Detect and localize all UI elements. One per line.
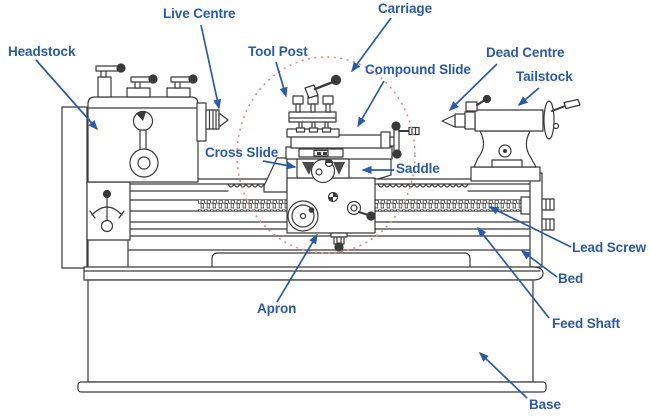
arrow-tailstock xyxy=(517,87,540,106)
carriage-highlight-circle xyxy=(236,56,416,254)
label-base: Base xyxy=(529,397,561,412)
tailstock-clamp xyxy=(465,101,478,112)
arrow-tool-post xyxy=(275,61,288,98)
arrow-lead-screw xyxy=(488,206,572,248)
base-foot-plate xyxy=(77,381,547,393)
label-tailstock: Tailstock xyxy=(516,69,573,84)
rack-teeth xyxy=(377,183,469,188)
label-cross-slide: Cross Slide xyxy=(205,145,279,160)
rack-teeth xyxy=(227,183,265,188)
tailstock-handwheel xyxy=(543,100,555,140)
bed-front xyxy=(127,235,534,251)
arrow-headstock xyxy=(35,59,98,131)
leadscrew-end-bracket xyxy=(529,172,555,268)
label-headstock: Headstock xyxy=(8,44,76,59)
label-carriage: Carriage xyxy=(378,1,432,16)
headstock-body xyxy=(87,96,199,183)
label-dead-centre: Dead Centre xyxy=(486,45,565,60)
label-saddle: Saddle xyxy=(396,161,440,176)
tool-post xyxy=(288,74,342,133)
tailstock-crank-grip xyxy=(563,98,581,110)
label-lead-screw: Lead Screw xyxy=(572,240,647,255)
headstock-column xyxy=(87,239,129,268)
dead-centre-tip xyxy=(441,114,456,128)
arrow-feed-shaft xyxy=(477,226,550,319)
headstock-levers xyxy=(95,63,198,98)
live-centre-tip xyxy=(218,112,229,128)
tool-post-lever xyxy=(304,84,319,99)
tailstock-assembly xyxy=(441,94,581,182)
headstock-back-panel xyxy=(61,106,88,269)
tailstock-base xyxy=(470,166,541,182)
label-tool-post: Tool Post xyxy=(248,44,308,59)
bed-flange xyxy=(83,266,544,281)
label-compound-slide: Compound Slide xyxy=(365,62,471,77)
label-bed: Bed xyxy=(558,271,584,286)
arrow-base xyxy=(478,351,528,399)
arrow-bed xyxy=(520,250,558,278)
base-cabinet xyxy=(87,279,534,383)
arrow-cross-slide xyxy=(262,160,297,170)
gearbox-handwheel xyxy=(100,219,114,233)
gearbox xyxy=(86,181,131,241)
tailstock-barrel xyxy=(474,109,544,132)
chip-tray xyxy=(211,252,471,268)
arrow-live-centre xyxy=(200,24,222,110)
label-feed-shaft: Feed Shaft xyxy=(552,316,621,331)
label-apron: Apron xyxy=(257,301,297,316)
arrow-compound-slide xyxy=(357,80,385,128)
carriage-assembly xyxy=(263,74,420,252)
arrow-dead-centre xyxy=(448,63,498,112)
spindle-live-centre xyxy=(196,102,229,142)
label-live-centre: Live Centre xyxy=(163,6,236,21)
arrow-apron xyxy=(276,233,318,303)
arrow-carriage xyxy=(351,17,392,73)
